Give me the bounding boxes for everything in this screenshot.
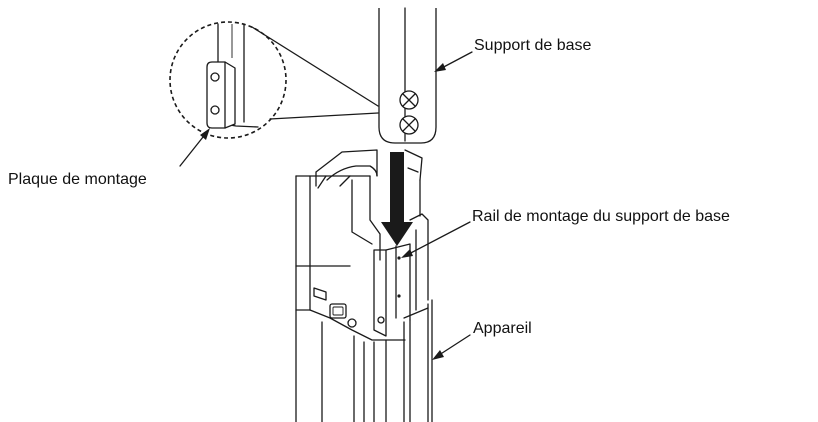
rail-label: Rail de montage du support de base [472,208,730,225]
plaque-label: Plaque de montage [8,171,147,188]
detail-callout [169,21,379,139]
leader-lines [179,51,473,360]
support-label: Support de base [474,37,592,54]
appareil-label: Appareil [473,320,532,337]
insert-arrow [381,152,413,246]
device-body [295,149,433,422]
support-bracket [378,7,437,144]
